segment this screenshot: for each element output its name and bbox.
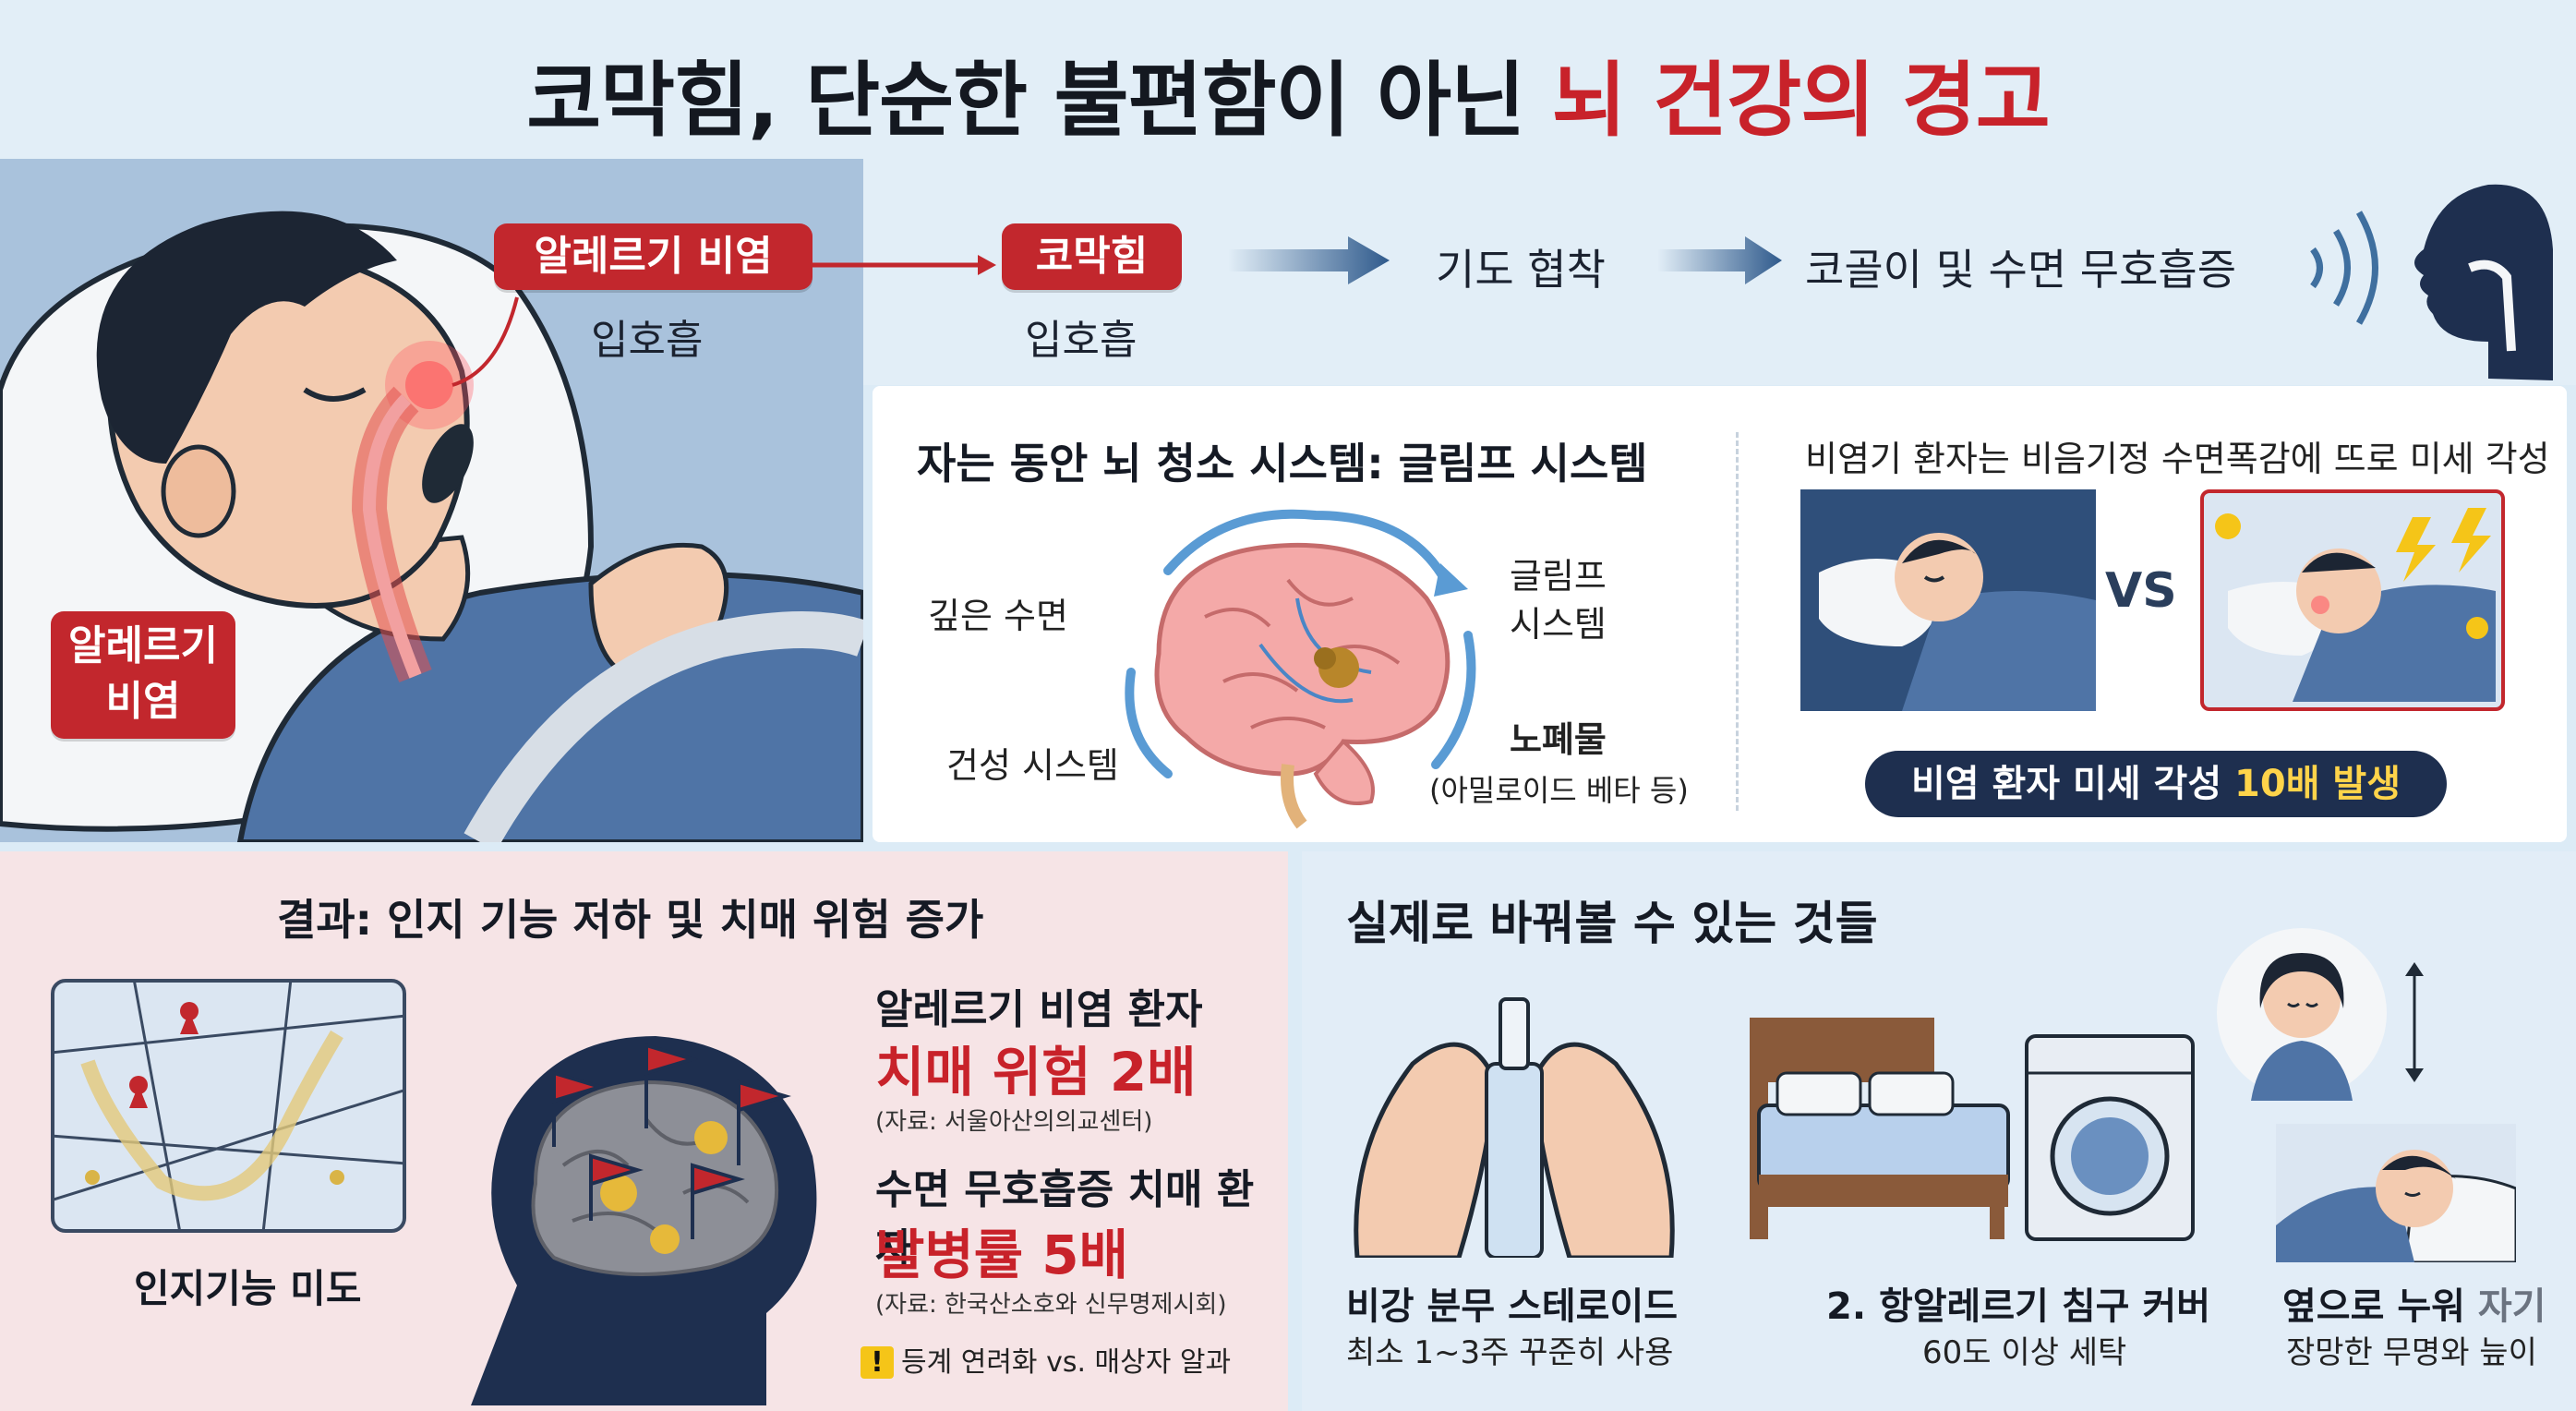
tag-allergic-rhinitis-top: 알레르기 비염 xyxy=(494,223,813,290)
map-caption: 인지기능 미도 xyxy=(134,1266,362,1311)
stat2-source: (자료: 한국산소호와 신무명제시회) xyxy=(875,1291,1227,1319)
nasal-spray-hands-illustration xyxy=(1354,997,1675,1258)
item2-sub: 60도 이상 세탁 xyxy=(1922,1334,2127,1371)
stat2-label: 수면 무호흡증 치매 환자 xyxy=(875,1166,1255,1272)
sleeper-panel: 알레르기 비염 입호흡 알레르기 비염 xyxy=(0,159,863,842)
flow-step-sub: 입호흡 xyxy=(1025,317,1138,364)
glymphatic-title: 자는 동안 뇌 청소 시스템: 글림프 시스템 xyxy=(917,439,1648,488)
arrow-red-icon xyxy=(812,255,996,275)
tag-mouth-breathing-sub: 입호흡 xyxy=(591,317,704,364)
vs-label: VS xyxy=(2105,563,2177,619)
side-sleeper-illustration xyxy=(2276,1124,2516,1262)
head-airway-profile-icon xyxy=(2310,184,2553,380)
bed-and-washer-illustration xyxy=(1750,1018,2195,1241)
item1-sub: 최소 1~3주 꾸준히 사용 xyxy=(1346,1334,1674,1371)
result-title: 결과: 인지 기능 저하 및 치매 위험 증가 xyxy=(277,895,984,945)
title-band xyxy=(0,0,2576,159)
page-title-main: 코막힘, 단순한 불편함이 아닌 xyxy=(526,53,1552,148)
warning-line: !등계 연려화 vs. 매상자 알과 xyxy=(861,1339,1231,1380)
map-illustration xyxy=(51,979,406,1233)
label-glymph-line1: 글림프 xyxy=(1510,556,1607,597)
stat1-value: 치매 위험 2배 xyxy=(875,1041,1197,1103)
compare-title: 비염기 환자는 비음기정 수면폭감에 뜨로 미세 각성 xyxy=(1805,439,2550,479)
flow-panel: 코막힘 입호흡 기도 협착 코골이 및 수면 무호흡증 xyxy=(812,159,2576,385)
flow-step-airway-narrowing: 기도 협착 xyxy=(1436,245,1606,295)
label-glymph-line2: 시스템 xyxy=(1510,604,1607,645)
page-title-highlight: 뇌 건강의 경고 xyxy=(1551,53,2051,148)
item3-title: 옆으로 누워 자기 xyxy=(2282,1276,2546,1330)
banner-highlight: 10배 발생 xyxy=(2234,763,2401,805)
change-title: 실제로 바꿔볼 수 있는 것들 xyxy=(1346,897,1878,950)
item1-title: 비강 분무 스테로이드 xyxy=(1346,1285,1679,1328)
tag-allergic-rhinitis-side: 알레르기 비염 xyxy=(51,611,235,739)
label-dry-system: 건성 시스템 xyxy=(946,745,1119,786)
item3-title-main: 옆으로 누워 xyxy=(2282,1285,2478,1328)
head-brain-flags-illustration xyxy=(471,1036,817,1405)
label-glymphatic-system: 글림프 시스템 xyxy=(1510,552,1607,648)
item3-title-dim: 자기 xyxy=(2477,1285,2546,1328)
flow-step-nasal-congestion: 코막힘 xyxy=(1002,223,1182,290)
page-title: 코막힘, 단순한 불편함이 아닌 뇌 건강의 경고 xyxy=(0,35,2576,152)
warning-text: 등계 연려화 vs. 매상자 알과 xyxy=(901,1346,1232,1379)
label-waste: 노폐물 xyxy=(1510,719,1607,760)
brain-illustration xyxy=(1125,509,1476,829)
height-arrow-icon xyxy=(2405,962,2424,1082)
stat2-value: 발병률 5배 xyxy=(875,1224,1128,1286)
banner-prefix: 비염 환자 미세 각성 xyxy=(1910,763,2235,805)
tag-side-line1: 알레르기 xyxy=(68,622,218,669)
calm-sleeper-illustration xyxy=(1800,489,2096,711)
stat1-source: (자료: 서울아산의의교센터) xyxy=(875,1108,1153,1136)
stat1-label: 알레르기 비염 환자 xyxy=(875,986,1203,1033)
flow-step-snoring-apnea: 코골이 및 수면 무호흡증 xyxy=(1805,245,2237,295)
restless-sleeper-illustration xyxy=(2200,489,2505,711)
item3-sub: 장망한 무명와 늪이 xyxy=(2286,1334,2537,1371)
arrow-blue-icon-1 xyxy=(1228,236,1390,284)
item2-title: 2. 항알레르기 침구 커버 xyxy=(1826,1285,2211,1328)
change-panel: 실제로 바꿔볼 수 있는 것들 비강 분무 스테로이드 최소 1~3주 꾸준히 … xyxy=(1302,851,2576,1411)
glymphatic-panel: 자는 동안 뇌 청소 시스템: 글림프 시스템 깊은 수면 글림프 시스템 건성… xyxy=(873,386,2567,842)
micro-arousal-banner: 비염 환자 미세 각성 10배 발생 xyxy=(1865,751,2447,817)
label-deep-sleep: 깊은 수면 xyxy=(928,596,1068,636)
tag-side-line2: 비염 xyxy=(105,678,181,725)
label-waste-sub: (아밀로이드 베타 등) xyxy=(1429,773,1689,808)
warning-icon: ! xyxy=(861,1346,894,1379)
upright-sleeper-avatar xyxy=(2217,928,2387,1101)
section-divider xyxy=(1736,432,1739,811)
arrow-blue-icon-2 xyxy=(1657,236,1782,284)
result-panel: 결과: 인지 기능 저하 및 치매 위험 증가 인지기능 미도 알레르기 비염 … xyxy=(0,851,1288,1411)
